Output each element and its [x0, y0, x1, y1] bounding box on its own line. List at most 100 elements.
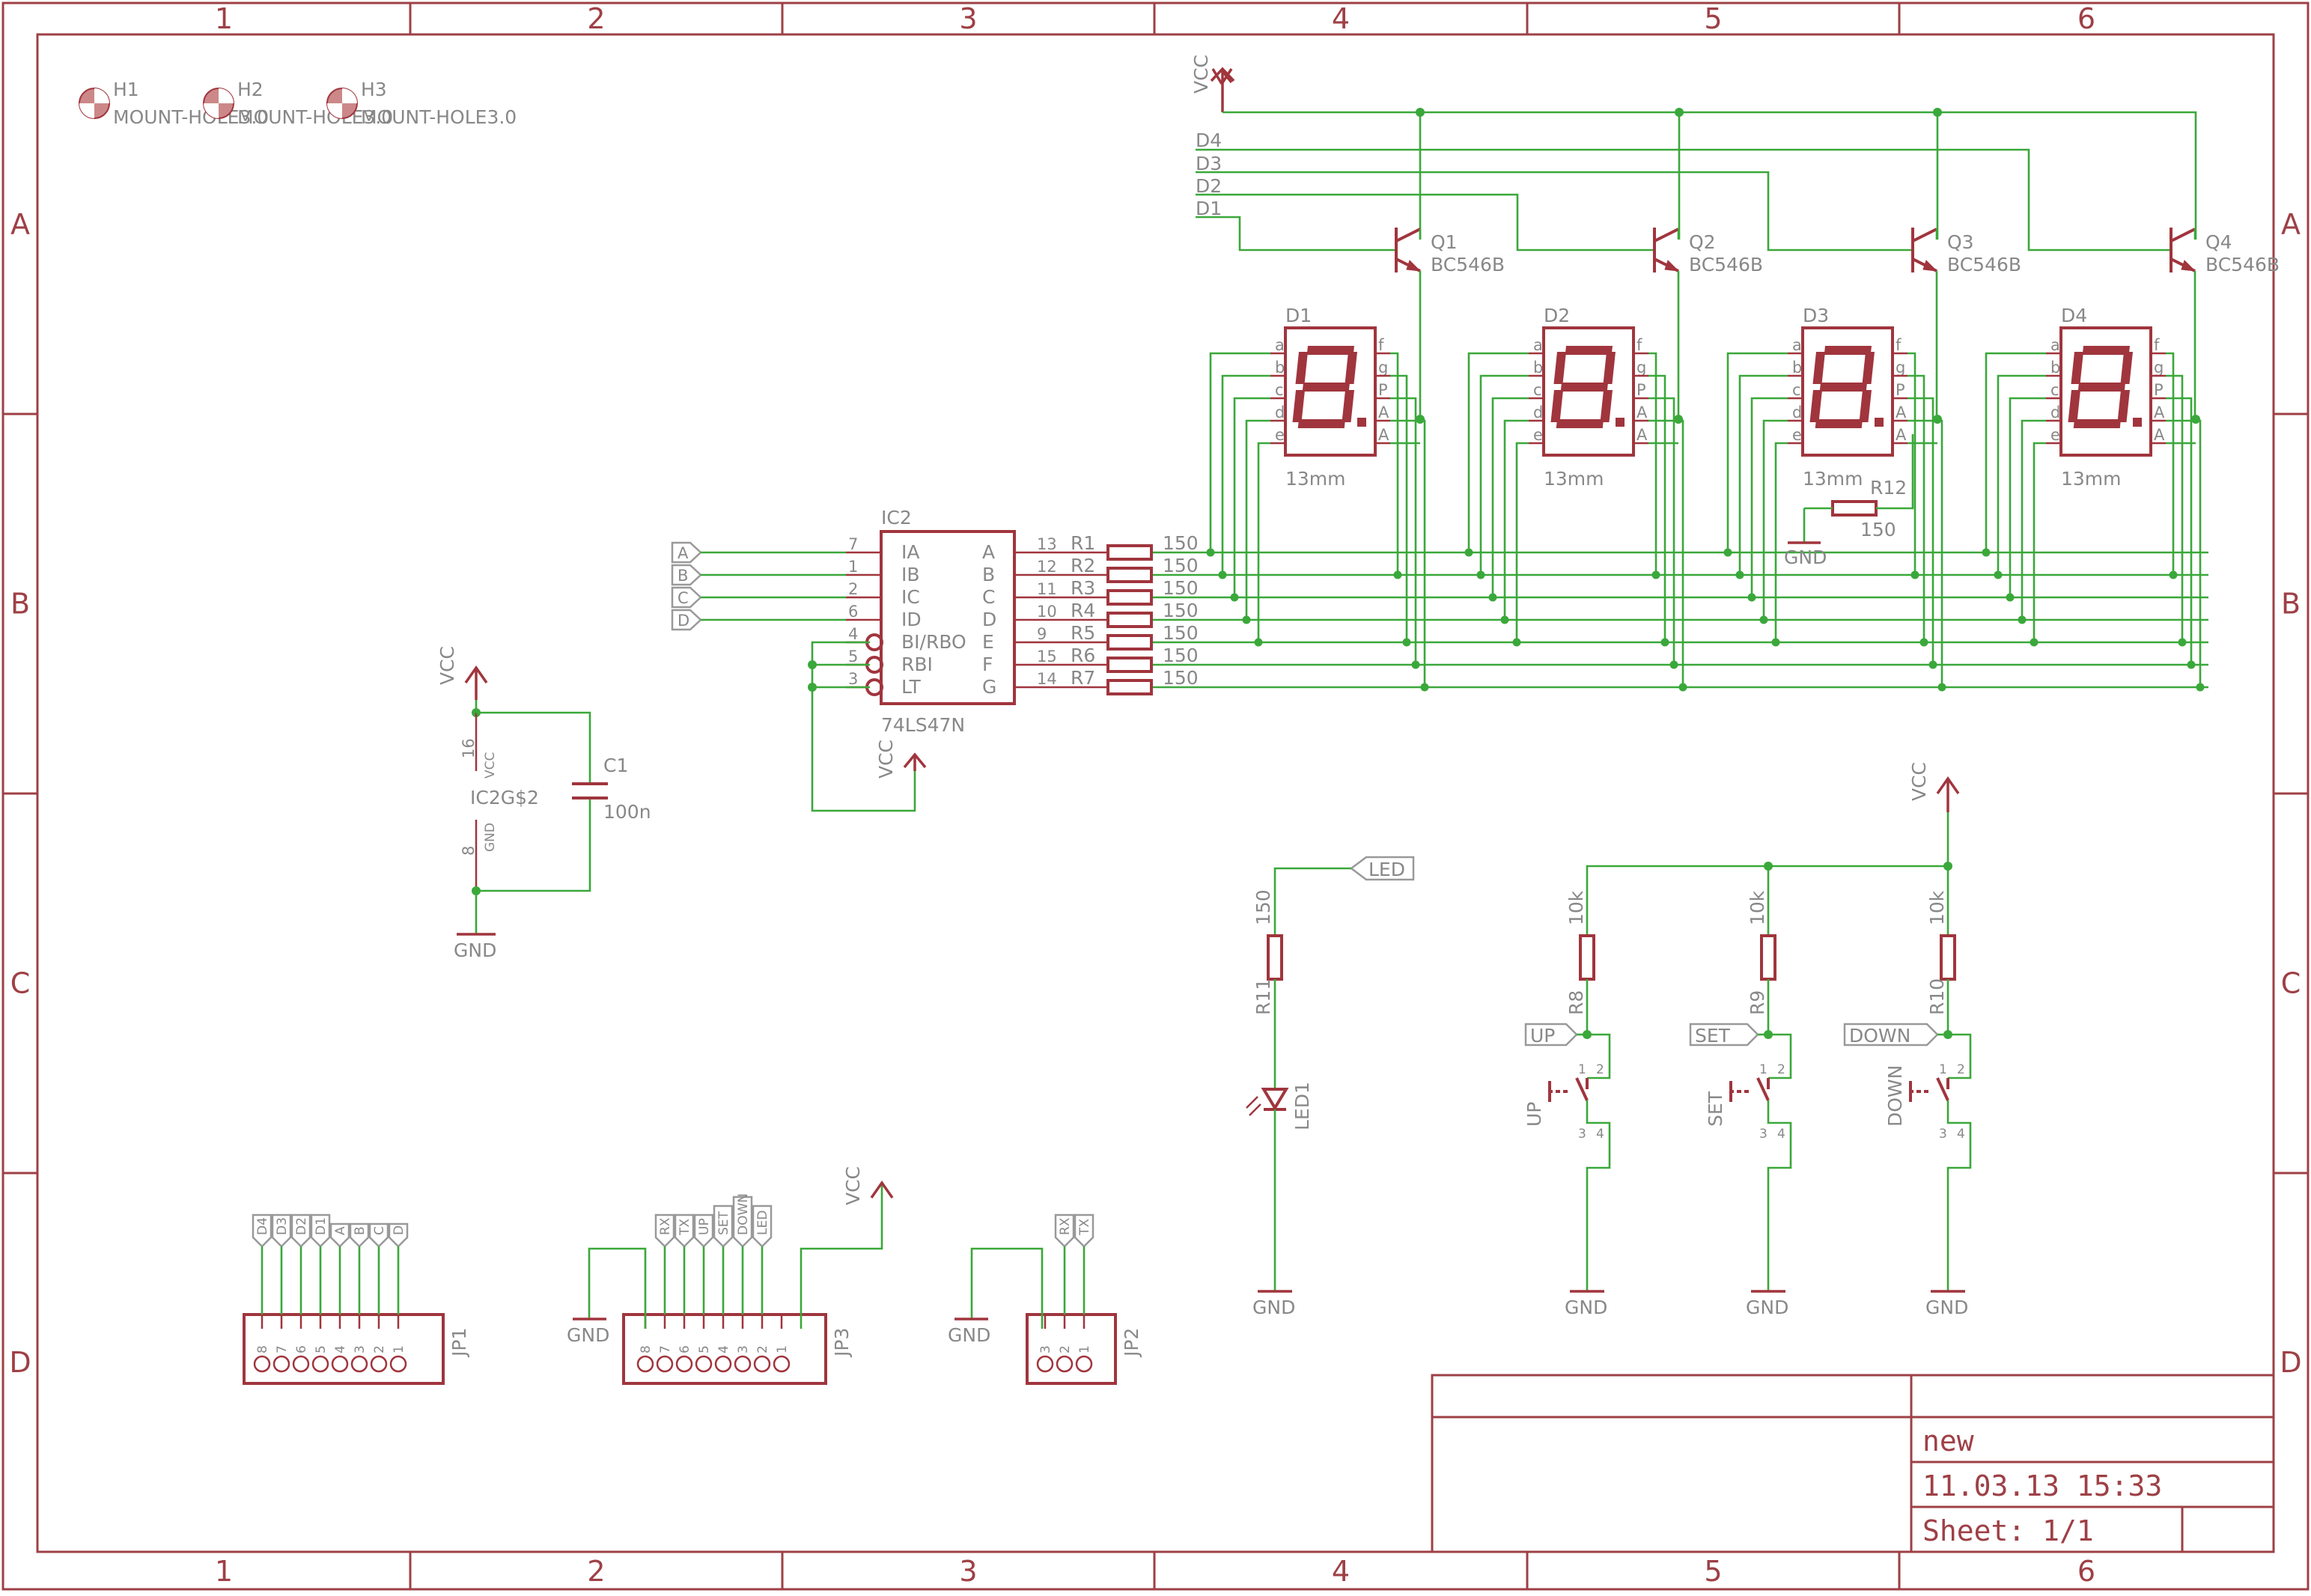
connector-pin-number: 5 — [314, 1345, 329, 1353]
mount-hole-ref: H3 — [361, 79, 387, 100]
segment-drop-wire — [1390, 352, 1399, 575]
mount-hole-value: MOUNT-HOLE3.0 — [113, 106, 269, 128]
segment — [2120, 352, 2133, 384]
segment — [1812, 352, 1825, 384]
segment-drop-wire — [2166, 374, 2184, 642]
ic2-output-pin-name: F — [982, 654, 993, 675]
mount-hole-quadrant — [219, 88, 234, 103]
transistor-ref: Q3 — [1947, 231, 1974, 253]
segment — [1342, 390, 1354, 422]
junction-dot — [1771, 638, 1780, 647]
transistor-value: BC546B — [1689, 254, 1763, 275]
segment-drop-wire — [1467, 352, 1529, 552]
row-label-right: A — [2281, 208, 2301, 241]
display-pin-left: e — [2050, 426, 2060, 444]
gnd-label-pwr: GND — [454, 939, 496, 961]
net-d1-label: D1 — [1196, 198, 1222, 219]
bcd-input-tag — [671, 564, 702, 586]
segment — [2077, 383, 2125, 392]
segment-resistor-ref: R3 — [1071, 577, 1095, 599]
segment-drop-wire — [1221, 374, 1270, 575]
mount-hole-value: MOUNT-HOLE3.0 — [237, 106, 393, 128]
mount-hole-ref: H2 — [237, 79, 264, 100]
connector-pin-number: 3 — [736, 1345, 751, 1353]
segment-drop-wire — [2166, 397, 2193, 665]
segment-drop-wire — [2033, 442, 2046, 642]
junction-dot — [2196, 683, 2205, 692]
segment-drop-wire — [1491, 397, 1529, 597]
pwr-vcc-pin: 16 — [460, 738, 478, 758]
junction-dot — [1242, 615, 1251, 624]
display-pin-right: A — [2154, 426, 2165, 444]
switch-lever — [1756, 1077, 1770, 1101]
switch-pin: 3 — [1578, 1127, 1586, 1142]
segment-resistor-body — [1106, 657, 1153, 673]
gnd-label-jp2: GND — [948, 1324, 990, 1346]
ic2-output-pin-number: 13 — [1037, 535, 1057, 553]
transistor-ref: Q1 — [1431, 231, 1458, 253]
gnd-label-r12: GND — [1784, 546, 1827, 568]
display-pin-left: a — [1275, 336, 1285, 354]
switch-pin: 1 — [1759, 1062, 1767, 1077]
decimal-point — [2133, 418, 2142, 427]
segment-drop-wire — [1257, 442, 1270, 642]
connector-net-tag — [674, 1213, 695, 1248]
ic2-input-pin-name: IA — [901, 541, 919, 563]
switch-pin: 1 — [1578, 1062, 1586, 1077]
junction-dot — [2187, 660, 2196, 669]
column-label-top: 3 — [959, 2, 977, 35]
connector-pin-number: 8 — [255, 1345, 270, 1353]
junction-dot — [1206, 548, 1215, 557]
display-pin-right: f — [1896, 336, 1902, 354]
ic2-output-pin-number: 15 — [1037, 648, 1057, 665]
column-label-bottom: 4 — [1332, 1555, 1350, 1588]
transistor-collector — [1912, 228, 1937, 243]
segment-drop-wire — [1907, 374, 1925, 642]
pullup-resistor-ref: R8 — [1565, 990, 1587, 1015]
segment-drop-wire — [1907, 352, 1916, 575]
column-label-bottom: 2 — [587, 1555, 605, 1588]
connector-pin-pad — [331, 1355, 349, 1373]
connector-body — [243, 1313, 445, 1385]
segment — [2082, 346, 2130, 355]
segment-drop-wire — [1648, 374, 1666, 642]
row-label-left: B — [10, 588, 30, 621]
connector-pin-number: 1 — [392, 1345, 407, 1353]
bcd-input-label: C — [678, 589, 689, 607]
connector-pin-number: 6 — [678, 1345, 692, 1353]
segment-resistor-ref: R7 — [1071, 667, 1095, 689]
transistor-value: BC546B — [2205, 254, 2280, 275]
column-label-bottom: 3 — [959, 1555, 977, 1588]
transistor-ref: Q4 — [2205, 231, 2232, 253]
ic2-output-pin-name: D — [982, 609, 996, 630]
connector-net-tag — [732, 1196, 753, 1248]
junction-dot — [1218, 570, 1227, 579]
connector-pin-pad — [350, 1355, 368, 1373]
button-net-tag — [1689, 1023, 1759, 1047]
segment-bus-wires — [1151, 352, 2208, 692]
net-d4-label: D4 — [1196, 130, 1222, 151]
segment-drop-wire — [1390, 397, 1417, 665]
display-pin-right: g — [1378, 359, 1388, 377]
segment — [1819, 383, 1867, 392]
connector-ref: JP1 — [448, 1328, 470, 1358]
mount-hole-value: MOUNT-HOLE3.0 — [361, 106, 517, 128]
switch-pin: 1 — [1939, 1062, 1947, 1077]
connector-net-tag — [713, 1204, 734, 1248]
junction-dot — [1928, 660, 1937, 669]
junction-dot — [1500, 615, 1509, 624]
r11-value: 150 — [1252, 889, 1274, 925]
connector-net-tag — [310, 1213, 331, 1248]
connector-body — [1026, 1313, 1117, 1385]
ic2-input-pin-name: IC — [901, 586, 920, 608]
connector-pin-pad — [675, 1355, 693, 1373]
pullup-resistor-value: 10k — [1565, 890, 1587, 925]
segment-resistor-body — [1106, 589, 1153, 606]
junction-dot — [1910, 570, 1919, 579]
row-label-right: B — [2281, 588, 2301, 621]
segment-drop-wire — [2166, 419, 2202, 687]
r11-ref: R11 — [1252, 978, 1274, 1015]
led-net-label: LED — [1368, 859, 1405, 880]
